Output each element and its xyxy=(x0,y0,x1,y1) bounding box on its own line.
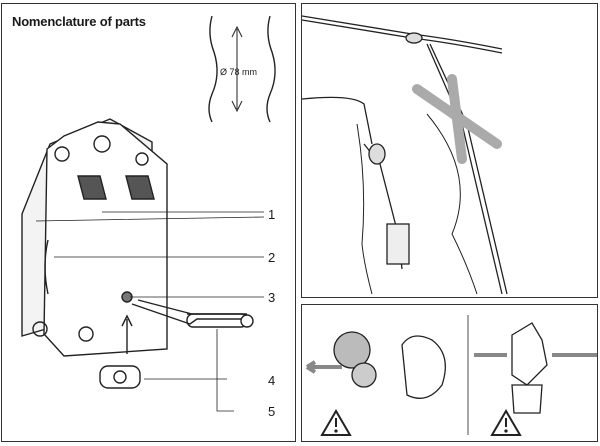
callout-4: 4 xyxy=(268,373,276,388)
callout-3: 3 xyxy=(268,290,276,305)
warning-panel xyxy=(301,304,598,442)
cable-drawing xyxy=(302,15,508,295)
parts-drawing xyxy=(21,15,276,412)
callout-1: 1 xyxy=(268,207,276,222)
diameter-label: Ø 78 mm xyxy=(220,67,258,77)
callout-5: 5 xyxy=(268,404,276,419)
callout-2: 2 xyxy=(268,250,276,265)
parts-panel: Nomenclature of parts xyxy=(1,3,296,442)
page-title: Nomenclature of parts xyxy=(12,14,146,29)
warning-drawing xyxy=(305,315,597,436)
installation-panel xyxy=(301,3,598,298)
